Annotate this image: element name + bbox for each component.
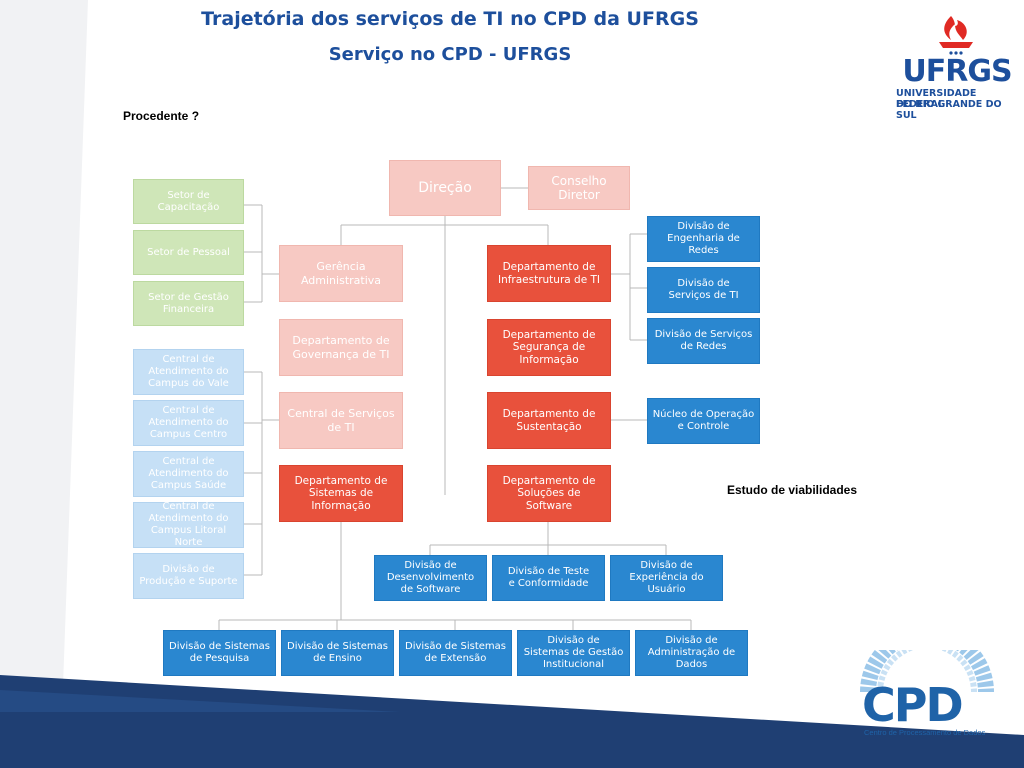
org-div-desenvolvimento: Divisão de Desenvolvimento de Software (374, 555, 487, 601)
ufrgs-logo: UFRGS UNIVERSIDADE FEDERAL DO RIO GRANDE… (893, 12, 1021, 121)
ufrgs-logo-name: UFRGS (902, 54, 1012, 89)
org-gerencia-administrativa: Gerência Administrativa (279, 245, 403, 302)
org-div-administracao-dados: Divisão de Administração de Dados (635, 630, 748, 676)
org-depto-infraestrutura: Departamento de Infraestrutura de TI (487, 245, 611, 302)
estudo-note: Estudo de viabilidades (727, 483, 858, 497)
org-depto-sistemas-informacao: Departamento de Sistemas de Informação (279, 465, 403, 522)
org-divisao-producao: Divisão de Produção e Suporte (133, 553, 244, 599)
cpd-logo-caption: Centro de Processamento de Dados (864, 728, 986, 737)
org-div-sistemas-pesquisa: Divisão de Sistemas de Pesquisa (163, 630, 276, 676)
org-div-engenharia-redes: Divisão de Engenharia de Redes (647, 216, 760, 262)
org-central-litoral: Central de Atendimento do Campus Litoral… (133, 501, 244, 548)
org-depto-seguranca: Departamento de Segurança de Informação (487, 319, 611, 376)
org-div-experiencia: Divisão de Experiência do Usuário (610, 555, 723, 601)
cpd-logo: CPD Centro de Processamento de Dados (858, 625, 998, 745)
org-central-saude: Central de Atendimento do Campus Saúde (133, 451, 244, 497)
org-depto-governanca: Departamento de Governança de TI (279, 319, 403, 376)
org-div-servicos-redes: Divisão de Serviços de Redes (647, 318, 760, 364)
org-central-vale: Central de Atendimento do Campus do Vale (133, 349, 244, 395)
org-conselho-diretor: Conselho Diretor (528, 166, 630, 210)
org-central-servicos: Central de Serviços de TI (279, 392, 403, 449)
ufrgs-logo-line1: UNIVERSIDADE FEDERAL (896, 88, 977, 110)
ufrgs-logo-line2: DO RIO GRANDE DO SUL (896, 99, 1002, 121)
flame-icon (939, 16, 973, 55)
org-setor-gestao-financeira: Setor de Gestão Financeira (133, 281, 244, 326)
org-depto-sustentacao: Departamento de Sustentação (487, 392, 611, 449)
org-nucleo-operacao: Núcleo de Operação e Controle (647, 398, 760, 444)
org-div-sistemas-ensino: Divisão de Sistemas de Ensino (281, 630, 394, 676)
page-title: Trajetória dos serviços de TI no CPD da … (201, 8, 699, 30)
org-direcao: Direção (389, 160, 501, 216)
org-div-sistemas-extensao: Divisão de Sistemas de Extensão (399, 630, 512, 676)
procedente-note: Procedente ? (123, 109, 200, 123)
org-div-sistemas-gestao: Divisão de Sistemas de Gestão Institucio… (517, 630, 630, 676)
org-depto-solucoes-software: Departamento de Soluções de Software (487, 465, 611, 522)
org-central-centro: Central de Atendimento do Campus Centro (133, 400, 244, 446)
org-div-teste: Divisão de Teste e Conformidade (492, 555, 605, 601)
cpd-logo-name: CPD (862, 678, 964, 732)
page-subtitle: Serviço no CPD - UFRGS (328, 44, 572, 65)
org-div-servicos-ti: Divisão de Serviços de TI (647, 267, 760, 313)
org-setor-capacitacao: Setor de Capacitação (133, 179, 244, 224)
org-setor-pessoal: Setor de Pessoal (133, 230, 244, 275)
